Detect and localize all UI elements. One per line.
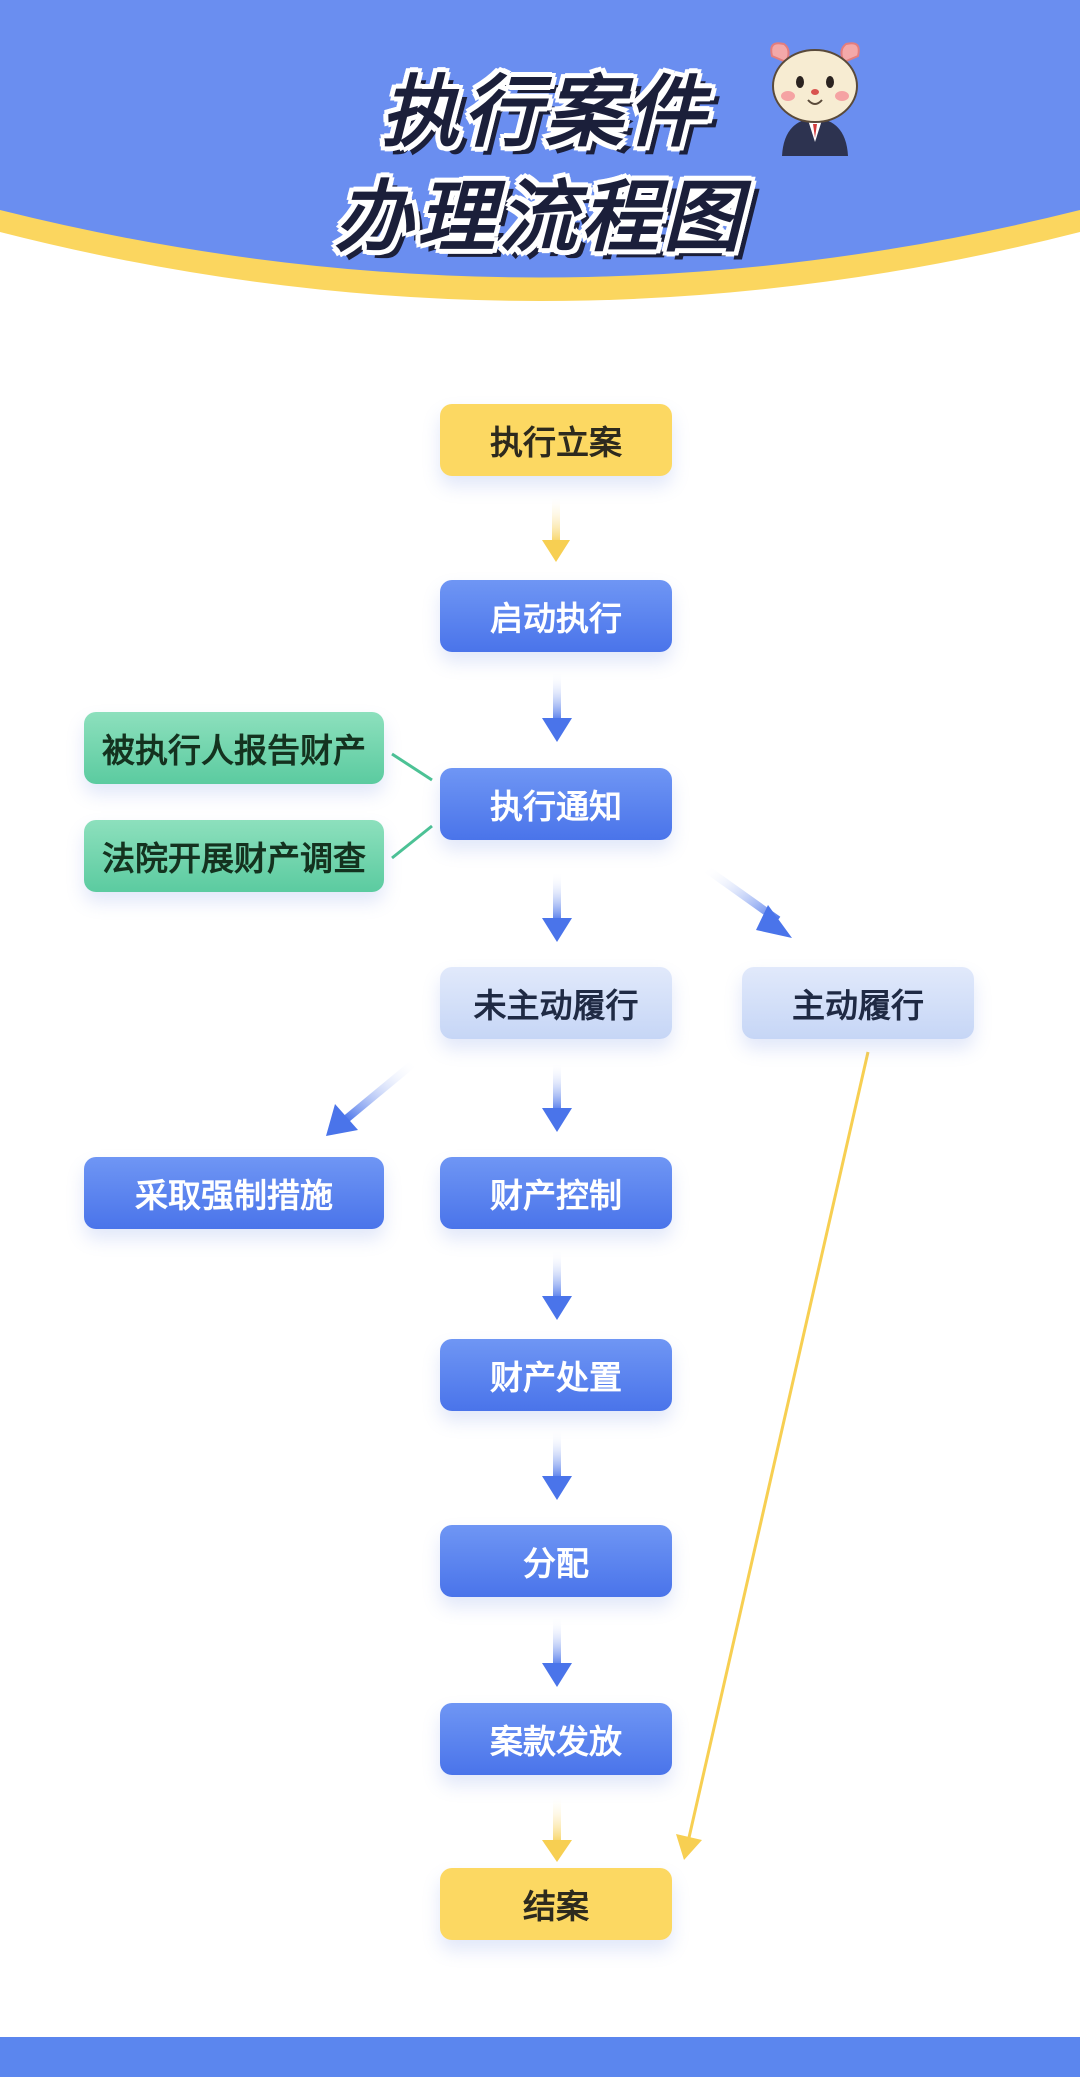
node-distribute: 分配: [440, 1525, 672, 1597]
arrow-start-to-notice: [542, 672, 572, 742]
node-control: 财产控制: [440, 1157, 672, 1229]
arrow-distribute-to-payout: [542, 1617, 572, 1687]
page-title-line-1: 执行案件: [380, 68, 709, 158]
arrow-notice-to-not-perform: [542, 872, 572, 942]
arrow-payout-to-close: [542, 1795, 572, 1862]
arrow-perform-to-close: [676, 1051, 870, 1860]
node-register: 执行立案: [440, 404, 672, 476]
arrow-not-perform-to-enforce: [326, 1058, 418, 1136]
node-notice: 执行通知: [440, 768, 672, 840]
node-close: 结案: [440, 1868, 672, 1940]
connector-report-to-notice: [391, 752, 433, 782]
footer-band: [0, 2037, 1080, 2077]
node-enforce: 采取强制措施: [84, 1157, 384, 1229]
node-payout: 案款发放: [440, 1703, 672, 1775]
arrow-dispose-to-distribute: [542, 1430, 572, 1500]
arrow-notice-to-perform: [702, 864, 792, 938]
node-perform: 主动履行: [742, 967, 974, 1039]
mascot-icon: [770, 42, 860, 156]
node-investigate-assets: 法院开展财产调查: [84, 820, 384, 892]
node-not-perform: 未主动履行: [440, 967, 672, 1039]
node-dispose: 财产处置: [440, 1339, 672, 1411]
node-report-assets: 被执行人报告财产: [84, 712, 384, 784]
page-title-line-2: 办理流程图: [334, 173, 745, 263]
connector-investigate-to-notice: [391, 824, 433, 860]
arrow-register-to-start: [542, 495, 570, 562]
arrow-not-perform-to-control: [542, 1062, 572, 1132]
node-start: 启动执行: [440, 580, 672, 652]
arrow-control-to-dispose: [542, 1250, 572, 1320]
